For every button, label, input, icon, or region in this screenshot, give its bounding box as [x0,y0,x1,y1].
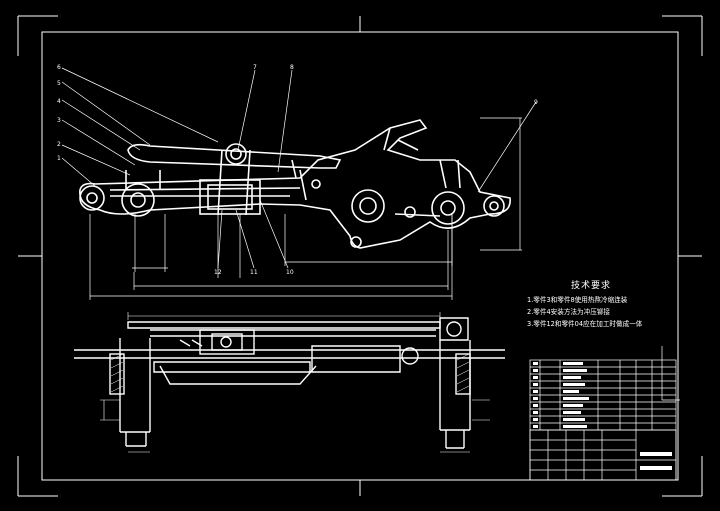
callout-11: 11 [250,269,258,276]
top-view-dimensions [61,67,537,300]
front-view-assembly [74,317,505,449]
callout-6: 6 [57,64,61,71]
callout-7: 7 [253,64,257,71]
technical-requirement-3: 3.零件12和零件04应在加工时做成一体 [527,320,643,328]
front-view-dimensions [100,312,490,453]
title-block-text-marks [533,362,672,470]
section-hatching [110,353,470,393]
callout-10: 10 [286,269,294,276]
top-view-assembly [79,119,511,249]
callout-4: 4 [57,98,61,105]
callout-3: 3 [57,117,61,124]
technical-requirement-2: 2.零件4安装方法为冲压铆接 [527,308,611,316]
callout-12: 12 [214,269,222,276]
technical-requirements-title: 技术要求 [571,281,612,291]
callout-2: 2 [57,141,61,148]
title-block [529,346,680,481]
callout-5: 5 [57,80,61,87]
drawing-frame [17,15,703,497]
callout-labels: 6 5 4 3 2 1 7 8 9 12 11 10 [57,64,538,276]
technical-requirement-1: 1.零件3和零件8使用热熬冷缩连装 [527,296,628,304]
callout-8: 8 [290,64,294,71]
technical-requirements: 技术要求 1.零件3和零件8使用热熬冷缩连装 2.零件4安装方法为冲压铆接 3.… [527,278,642,330]
callout-9: 9 [534,99,538,106]
callout-1: 1 [57,155,61,162]
